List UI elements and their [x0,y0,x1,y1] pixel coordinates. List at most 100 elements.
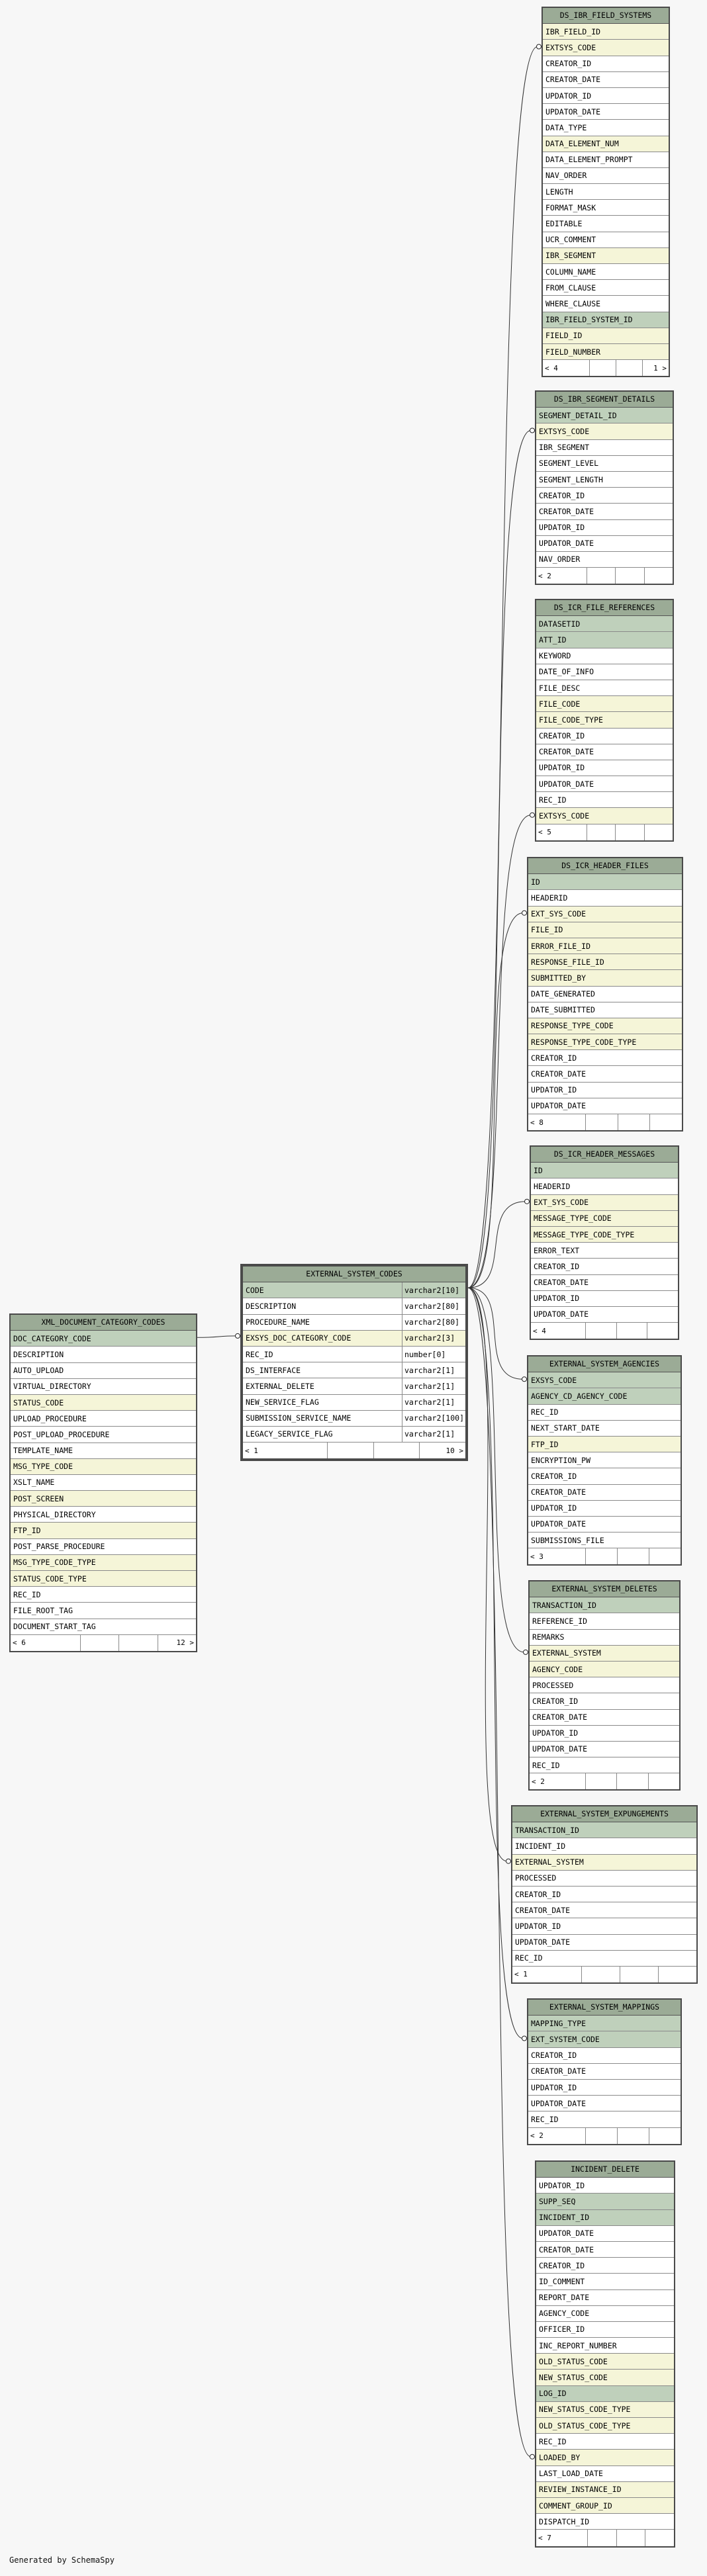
column-row[interactable]: UPDATOR_DATE [530,1742,679,1758]
column-row[interactable]: FIELD_ID [543,328,669,344]
column-row[interactable]: FTP_ID [11,1523,196,1539]
column-row[interactable]: REC_ID [528,1405,681,1421]
column-row[interactable]: CREATOR_ID [528,1050,682,1067]
column-row[interactable]: VIRTUAL_DIRECTORY [11,1379,196,1395]
column-row[interactable]: CREATOR_ID [543,56,669,72]
column-row[interactable]: UPDATOR_ID [530,1726,679,1742]
column-row[interactable]: AUTO_UPLOAD [11,1363,196,1379]
column-row[interactable]: UPDATOR_ID [528,1083,682,1098]
column-row[interactable]: EXTERNAL_SYSTEM [512,1854,696,1871]
column-row[interactable]: CREATOR_DATE [536,504,673,520]
column-row[interactable]: DATASETID [536,616,673,633]
column-row[interactable]: OLD_STATUS_CODE_TYPE [536,2418,674,2434]
column-row[interactable]: INCIDENT_ID [536,2209,674,2226]
column-row[interactable]: EXSYS_CODE [528,1372,681,1389]
column-row[interactable]: IBR_FIELD_SYSTEM_ID [543,312,669,328]
column-row[interactable]: DESCRIPTION [11,1347,196,1363]
column-row[interactable]: UPDATOR_DATE [536,2226,674,2242]
column-row[interactable]: WHERE_CLAUSE [543,296,669,312]
column-row[interactable]: PROCESSED [512,1871,696,1887]
column-row[interactable]: DISPATCH_ID [536,2514,674,2530]
column-row[interactable]: SEGMENT_DETAIL_ID [536,408,673,424]
column-row[interactable]: CREATOR_ID [512,1887,696,1903]
column-row[interactable]: DATE_GENERATED [528,987,682,1002]
column-row[interactable]: UPDATOR_ID [528,2080,681,2096]
table-title[interactable]: DS_IBR_SEGMENT_DETAILS [536,392,673,408]
column-row[interactable]: UPDATOR_DATE [536,536,673,552]
column-row[interactable]: POST_UPLOAD_PROCEDURE [11,1427,196,1443]
column-row[interactable]: FORMAT_MASK [543,200,669,216]
column-row[interactable]: HEADERID [531,1178,678,1195]
column-row[interactable]: DATA_TYPE [543,120,669,136]
column-row[interactable]: CREATOR_DATE [536,2242,674,2258]
column-row[interactable]: LOG_ID [536,2385,674,2402]
column-row[interactable]: EXTSYS_CODE [536,423,673,440]
column-row[interactable]: MESSAGE_TYPE_CODE_TYPE [531,1226,678,1243]
column-row[interactable]: RESPONSE_TYPE_CODE_TYPE [528,1034,682,1051]
column-row[interactable]: CREATOR_DATE [531,1275,678,1291]
column-row[interactable]: CREATOR_ID [528,1468,681,1485]
column-row[interactable]: NAV_ORDER [536,552,673,568]
table-title[interactable]: EXTERNAL_SYSTEM_EXPUNGEMENTS [512,1806,696,1823]
column-row[interactable]: HEADERID [528,890,682,907]
column-row[interactable]: DOCUMENT_START_TAG [11,1619,196,1635]
column-row[interactable]: REFERENCE_ID [530,1613,679,1630]
column-row[interactable]: REPORT_DATE [536,2290,674,2306]
column-row[interactable]: FROM_CLAUSE [543,280,669,296]
column-row[interactable]: DATE_OF_INFO [536,664,673,680]
column-row[interactable]: AGENCY_CD_AGENCY_CODE [528,1388,681,1405]
column-row[interactable]: IBR_FIELD_ID [543,24,669,40]
column-row[interactable]: EXT_SYSTEM_CODE [528,2031,681,2048]
column-row[interactable]: DATE_SUBMITTED [528,1002,682,1018]
table-title[interactable]: DS_ICR_HEADER_MESSAGES [531,1147,678,1163]
table-title[interactable]: EXTERNAL_SYSTEM_MAPPINGS [528,2000,681,2016]
column-row[interactable]: POST_SCREEN [11,1491,196,1507]
column-row[interactable]: REVIEW_INSTANCE_ID [536,2481,674,2498]
column-row[interactable]: AGENCY_CODE [530,1661,679,1678]
column-row[interactable]: CREATOR_DATE [530,1710,679,1726]
column-row[interactable]: UPDATOR_ID [543,88,669,105]
column-row[interactable]: STATUS_CODE_TYPE [11,1571,196,1587]
column-row[interactable]: LENGTH [543,184,669,200]
column-row[interactable]: POST_PARSE_PROCEDURE [11,1539,196,1555]
column-row[interactable]: REC_ID [512,1951,696,1967]
column-row[interactable]: FILE_ROOT_TAG [11,1603,196,1619]
column-row[interactable]: UCR_COMMENT [543,232,669,248]
column-row[interactable]: UPDATOR_DATE [528,2096,681,2112]
column-row[interactable]: EXTSYS_CODE [536,808,673,824]
column-row[interactable]: PROCESSED [530,1677,679,1694]
column-row[interactable]: CREATOR_ID [536,2258,674,2274]
table-title[interactable]: DS_ICR_FILE_REFERENCES [536,600,673,617]
column-row[interactable]: SEGMENT_LENGTH [536,472,673,488]
column-row[interactable]: FIELD_NUMBER [543,343,669,361]
column-row[interactable]: EXT_SYS_CODE [531,1194,678,1211]
column-row[interactable]: CREATOR_ID [531,1259,678,1275]
column-row[interactable]: SUBMISSIONS_FILE [528,1532,681,1549]
column-row[interactable]: FTP_ID [528,1436,681,1453]
column-row[interactable]: ENCRYPTION_PW [528,1452,681,1469]
column-row[interactable]: KEYWORD [536,648,673,664]
column-row[interactable]: SUBMITTED_BY [528,970,682,987]
table-title[interactable]: XML_DOCUMENT_CATEGORY_CODES [11,1315,196,1331]
column-row[interactable]: MSG_TYPE_CODE [11,1458,196,1475]
column-row[interactable]: TRANSACTION_ID [530,1597,679,1614]
column-row[interactable]: RESPONSE_TYPE_CODE [528,1018,682,1035]
column-row[interactable]: ATT_ID [536,632,673,648]
column-row[interactable]: STATUS_CODE [11,1394,196,1411]
column-row[interactable]: OFFICER_ID [536,2322,674,2338]
column-row[interactable]: UPDATOR_ID [528,1501,681,1517]
column-row[interactable]: CREATOR_DATE [512,1902,696,1919]
column-row[interactable]: UPDATOR_DATE [512,1935,696,1951]
column-row[interactable]: ERROR_TEXT [531,1243,678,1259]
